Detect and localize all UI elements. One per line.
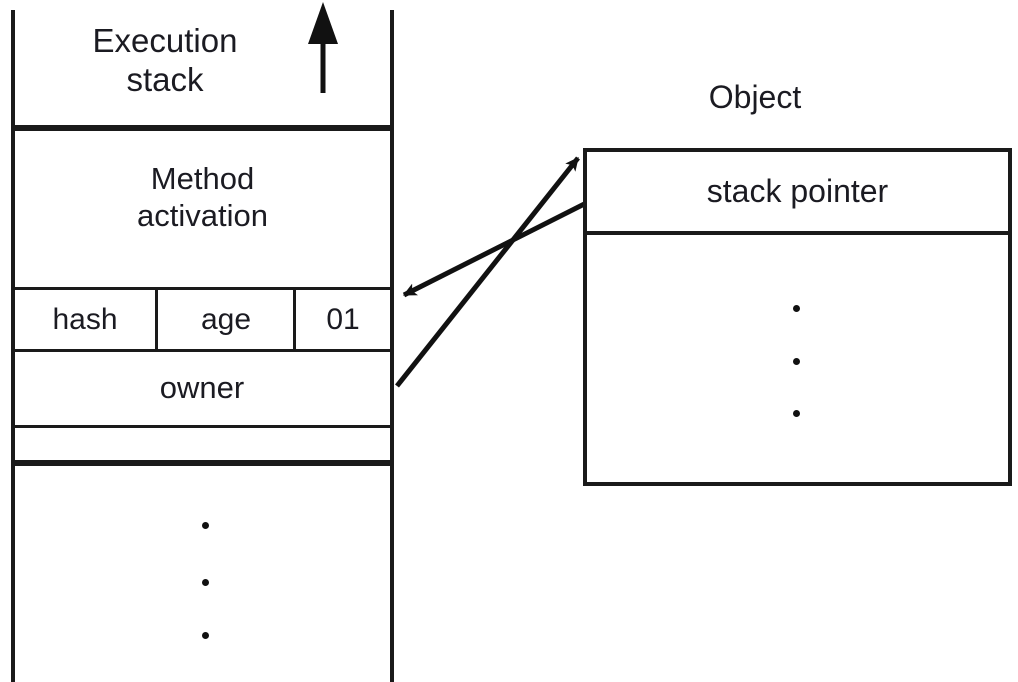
stack-pointer-to-lock-connector xyxy=(402,186,616,298)
header-cell-divider-1 xyxy=(155,288,158,350)
owner-row-label: owner xyxy=(159,369,245,405)
stack-header-divider xyxy=(11,125,394,131)
owner-row-bottom-border xyxy=(11,425,394,428)
object-ellipsis-dot-1 xyxy=(793,305,800,312)
spacer-row xyxy=(14,428,390,460)
cell-age: age xyxy=(200,303,252,337)
owner-to-object-connector xyxy=(395,156,580,388)
object-ellipsis-dot-3 xyxy=(793,410,800,417)
object-stack-pointer-divider xyxy=(583,231,1012,235)
object-ellipsis-dot-2 xyxy=(793,358,800,365)
header-cell-divider-2 xyxy=(293,288,296,350)
cell-lock-bits: 01 xyxy=(326,303,360,337)
up-arrow-icon xyxy=(308,2,338,93)
cell-hash: hash xyxy=(52,303,118,337)
stack-ellipsis-dot-2 xyxy=(202,579,209,586)
method-activation-bottom-border xyxy=(11,287,394,290)
object-title: Object xyxy=(708,79,802,116)
object-box xyxy=(583,148,1012,486)
stack-ellipsis-dot-3 xyxy=(202,632,209,639)
header-row-bottom-border xyxy=(11,349,394,352)
method-activation-label: Method activation xyxy=(137,161,268,233)
frame-bottom-thick-divider xyxy=(11,460,394,466)
object-row-stack-pointer: stack pointer xyxy=(706,172,889,209)
stack-left-rail xyxy=(11,10,15,682)
execution-stack-title: Execution stack xyxy=(92,22,238,98)
stack-ellipsis-dot-1 xyxy=(202,522,209,529)
stack-right-rail xyxy=(390,10,394,682)
